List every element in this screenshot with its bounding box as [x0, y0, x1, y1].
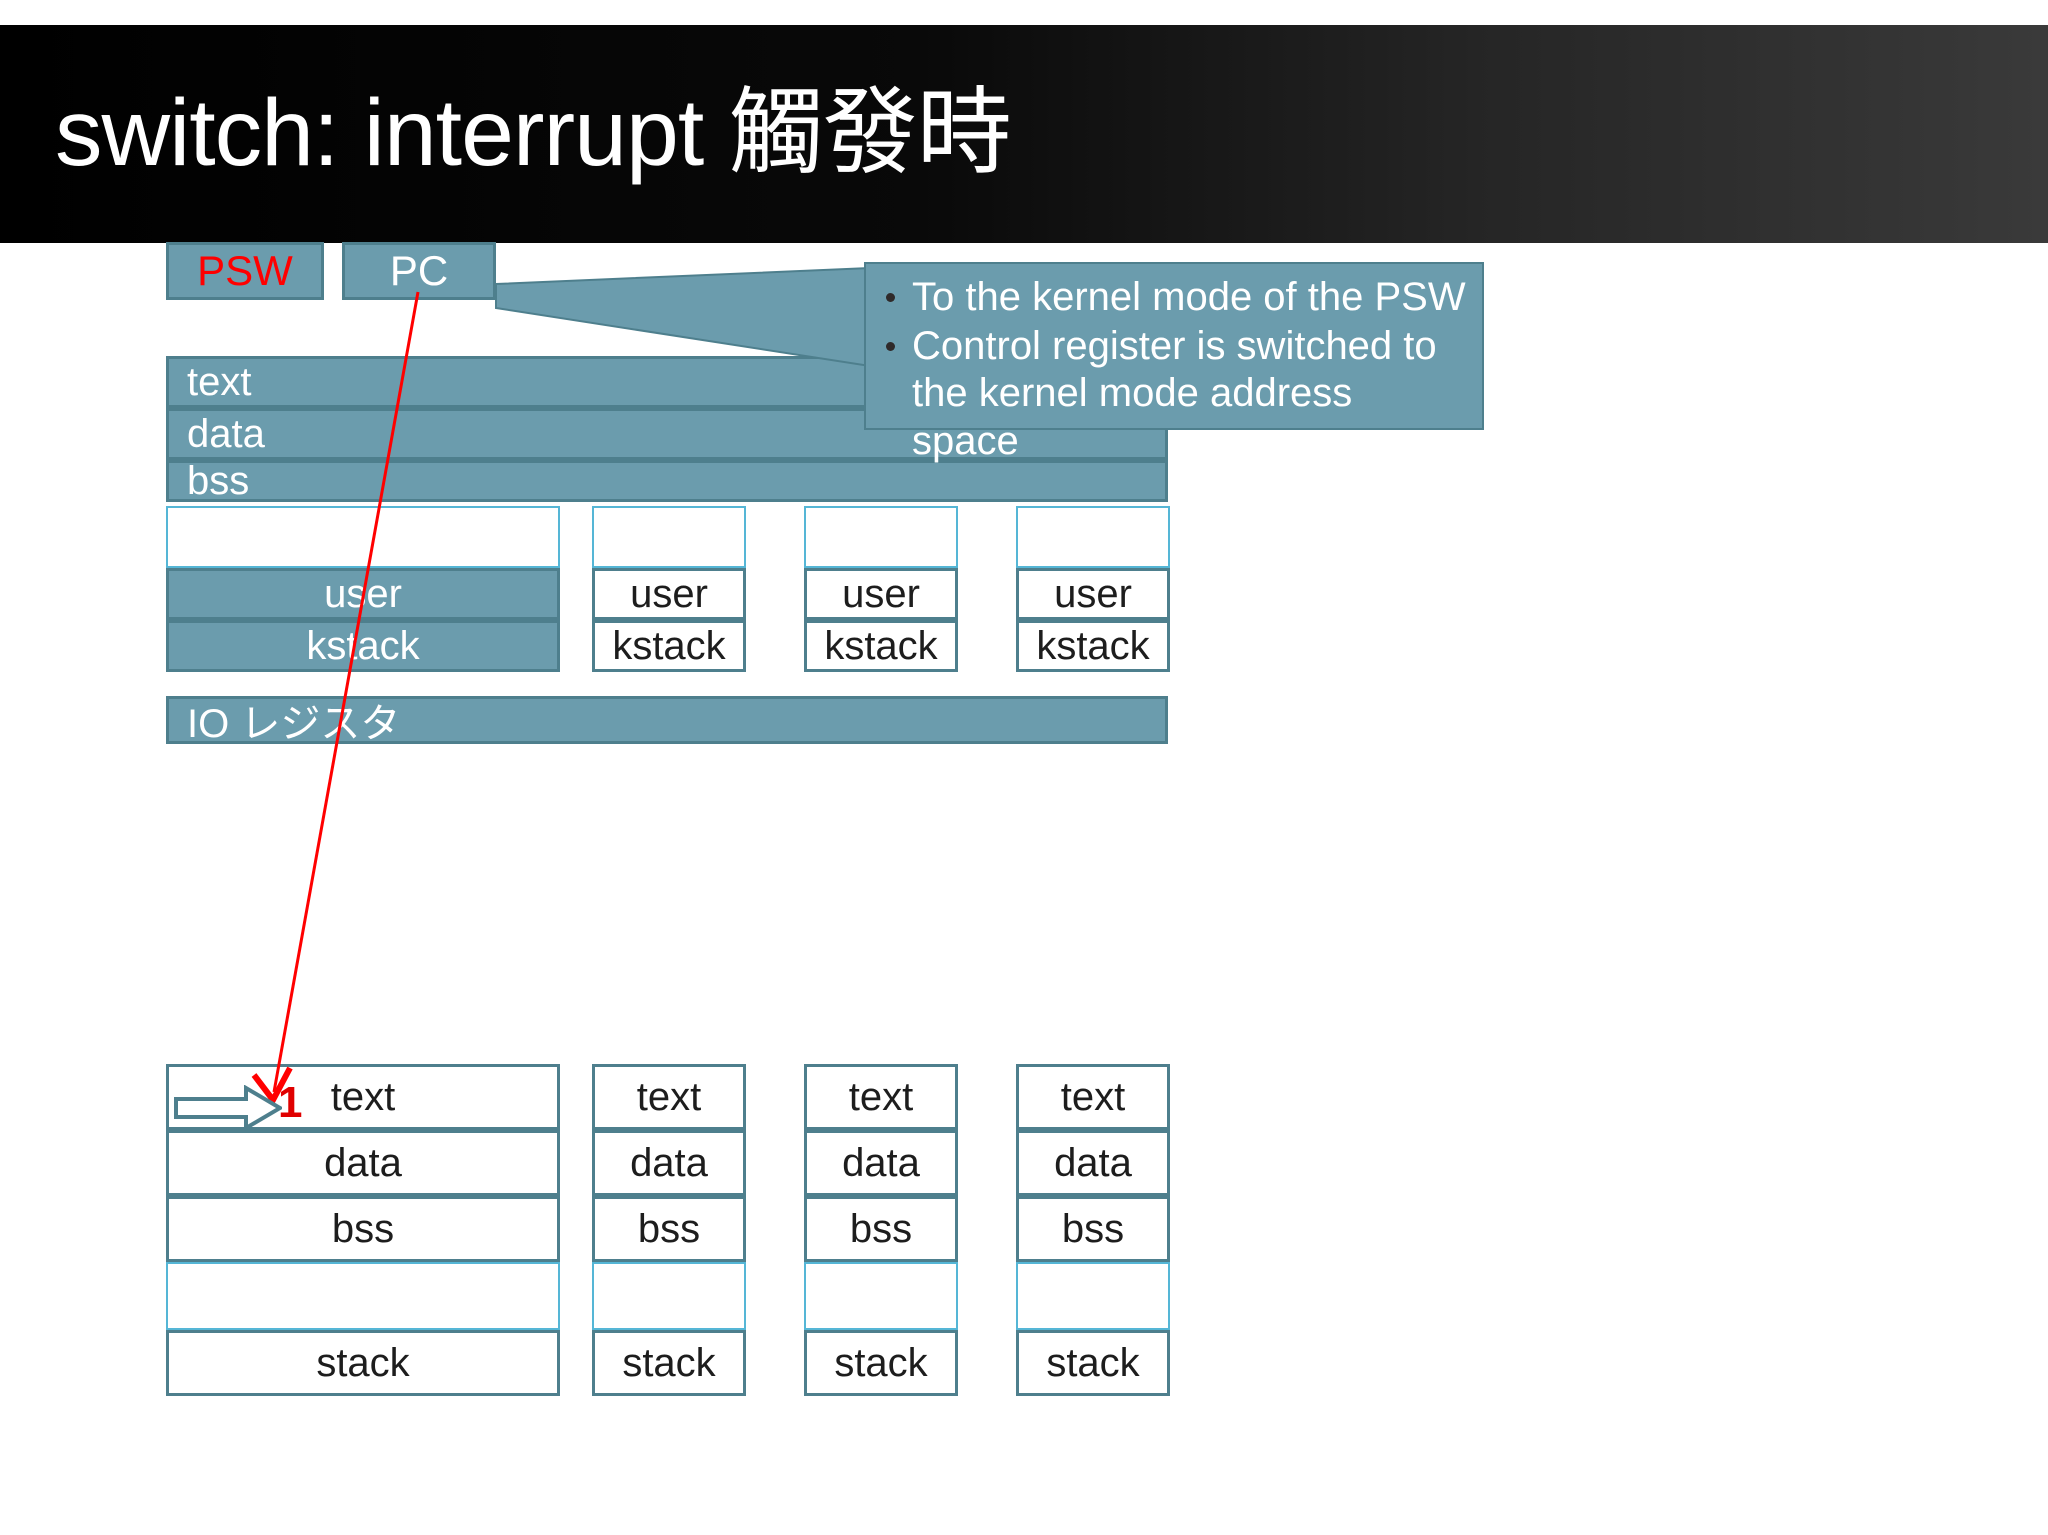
kernel-kstack-box: kstack: [1016, 620, 1170, 672]
io-register-label: IO レジスタ: [187, 702, 401, 746]
callout-box: To the kernel mode of the PSW Control re…: [864, 262, 1484, 463]
kernel-kstack-label: kstack: [824, 623, 938, 668]
process-text-label: text: [330, 1074, 396, 1119]
kernel-kstack-box: kstack: [804, 620, 958, 672]
process-bss-box: bss: [1016, 1196, 1170, 1262]
kernel-column-gap: [166, 506, 560, 568]
process-text-label: text: [1060, 1074, 1126, 1119]
process-data-label: data: [1054, 1140, 1132, 1185]
kernel-user-label: user: [630, 571, 708, 616]
callout-bullet-2: Control register is switched to the kern…: [886, 323, 1468, 465]
process-stack-box: stack: [1016, 1330, 1170, 1396]
kernel-user-label: user: [324, 571, 402, 616]
kernel-user-label: user: [842, 571, 920, 616]
process-stack-label: stack: [622, 1340, 716, 1385]
process-data-box: data: [804, 1130, 958, 1196]
callout-bullet-list: To the kernel mode of the PSW Control re…: [866, 264, 1482, 465]
process-data-label: data: [324, 1140, 402, 1185]
process-stack-box: stack: [804, 1330, 958, 1396]
process-text-label: text: [636, 1074, 702, 1119]
page-title: switch: interrupt 觸發時: [55, 80, 1012, 187]
process-heap-gap: [1016, 1262, 1170, 1330]
callout-bullet-1: To the kernel mode of the PSW: [886, 274, 1468, 321]
process-bss-label: bss: [331, 1206, 395, 1251]
kernel-column-gap: [804, 506, 958, 568]
process-heap-gap: [592, 1262, 746, 1330]
kernel-kstack-box: kstack: [166, 620, 560, 672]
process-data-box: data: [592, 1130, 746, 1196]
process-stack-label: stack: [316, 1340, 410, 1385]
kernel-user-label: user: [1054, 571, 1132, 616]
process-data-label: data: [630, 1140, 708, 1185]
callout-tail: [495, 266, 870, 368]
kernel-kstack-label: kstack: [1036, 623, 1150, 668]
process-bss-box: bss: [166, 1196, 560, 1262]
process-stack-label: stack: [834, 1340, 928, 1385]
process-data-box: data: [1016, 1130, 1170, 1196]
kernel-column-gap: [1016, 506, 1170, 568]
kernel-kstack-label: kstack: [612, 623, 726, 668]
process-text-box: text: [592, 1064, 746, 1130]
process-data-label: data: [842, 1140, 920, 1185]
pc-label: PC: [389, 247, 449, 294]
block-arrow-icon: [174, 1085, 282, 1131]
kernel-kstack-label: kstack: [306, 623, 420, 668]
process-bss-box: bss: [592, 1196, 746, 1262]
pc-register-box: PC: [342, 242, 496, 300]
kernel-text-label: text: [187, 359, 252, 404]
kernel-user-box: user: [1016, 568, 1170, 620]
kernel-user-box: user: [592, 568, 746, 620]
kernel-user-box: user: [166, 568, 560, 620]
kernel-user-box: user: [804, 568, 958, 620]
process-stack-box: stack: [592, 1330, 746, 1396]
kernel-data-label: data: [187, 411, 265, 456]
kernel-bss-label: bss: [187, 458, 250, 503]
process-bss-label: bss: [849, 1206, 913, 1251]
process-bss-label: bss: [637, 1206, 701, 1251]
slide-title-banner: switch: interrupt 觸發時: [0, 25, 2048, 243]
step-marker-1: 1: [278, 1078, 303, 1127]
process-text-box: text: [1016, 1064, 1170, 1130]
process-heap-gap: [804, 1262, 958, 1330]
kernel-bss-bar: bss: [166, 458, 1168, 503]
kernel-kstack-box: kstack: [592, 620, 746, 672]
process-stack-label: stack: [1046, 1340, 1140, 1385]
process-stack-box: stack: [166, 1330, 560, 1396]
io-register-bar: IO レジスタ: [166, 696, 1168, 746]
process-heap-gap: [166, 1262, 560, 1330]
process-text-label: text: [848, 1074, 914, 1119]
kernel-column-gap: [592, 506, 746, 568]
process-data-box: data: [166, 1130, 560, 1196]
process-text-box: text: [804, 1064, 958, 1130]
psw-register-box: PSW: [166, 242, 324, 300]
process-bss-label: bss: [1061, 1206, 1125, 1251]
psw-label: PSW: [197, 247, 293, 294]
process-bss-box: bss: [804, 1196, 958, 1262]
